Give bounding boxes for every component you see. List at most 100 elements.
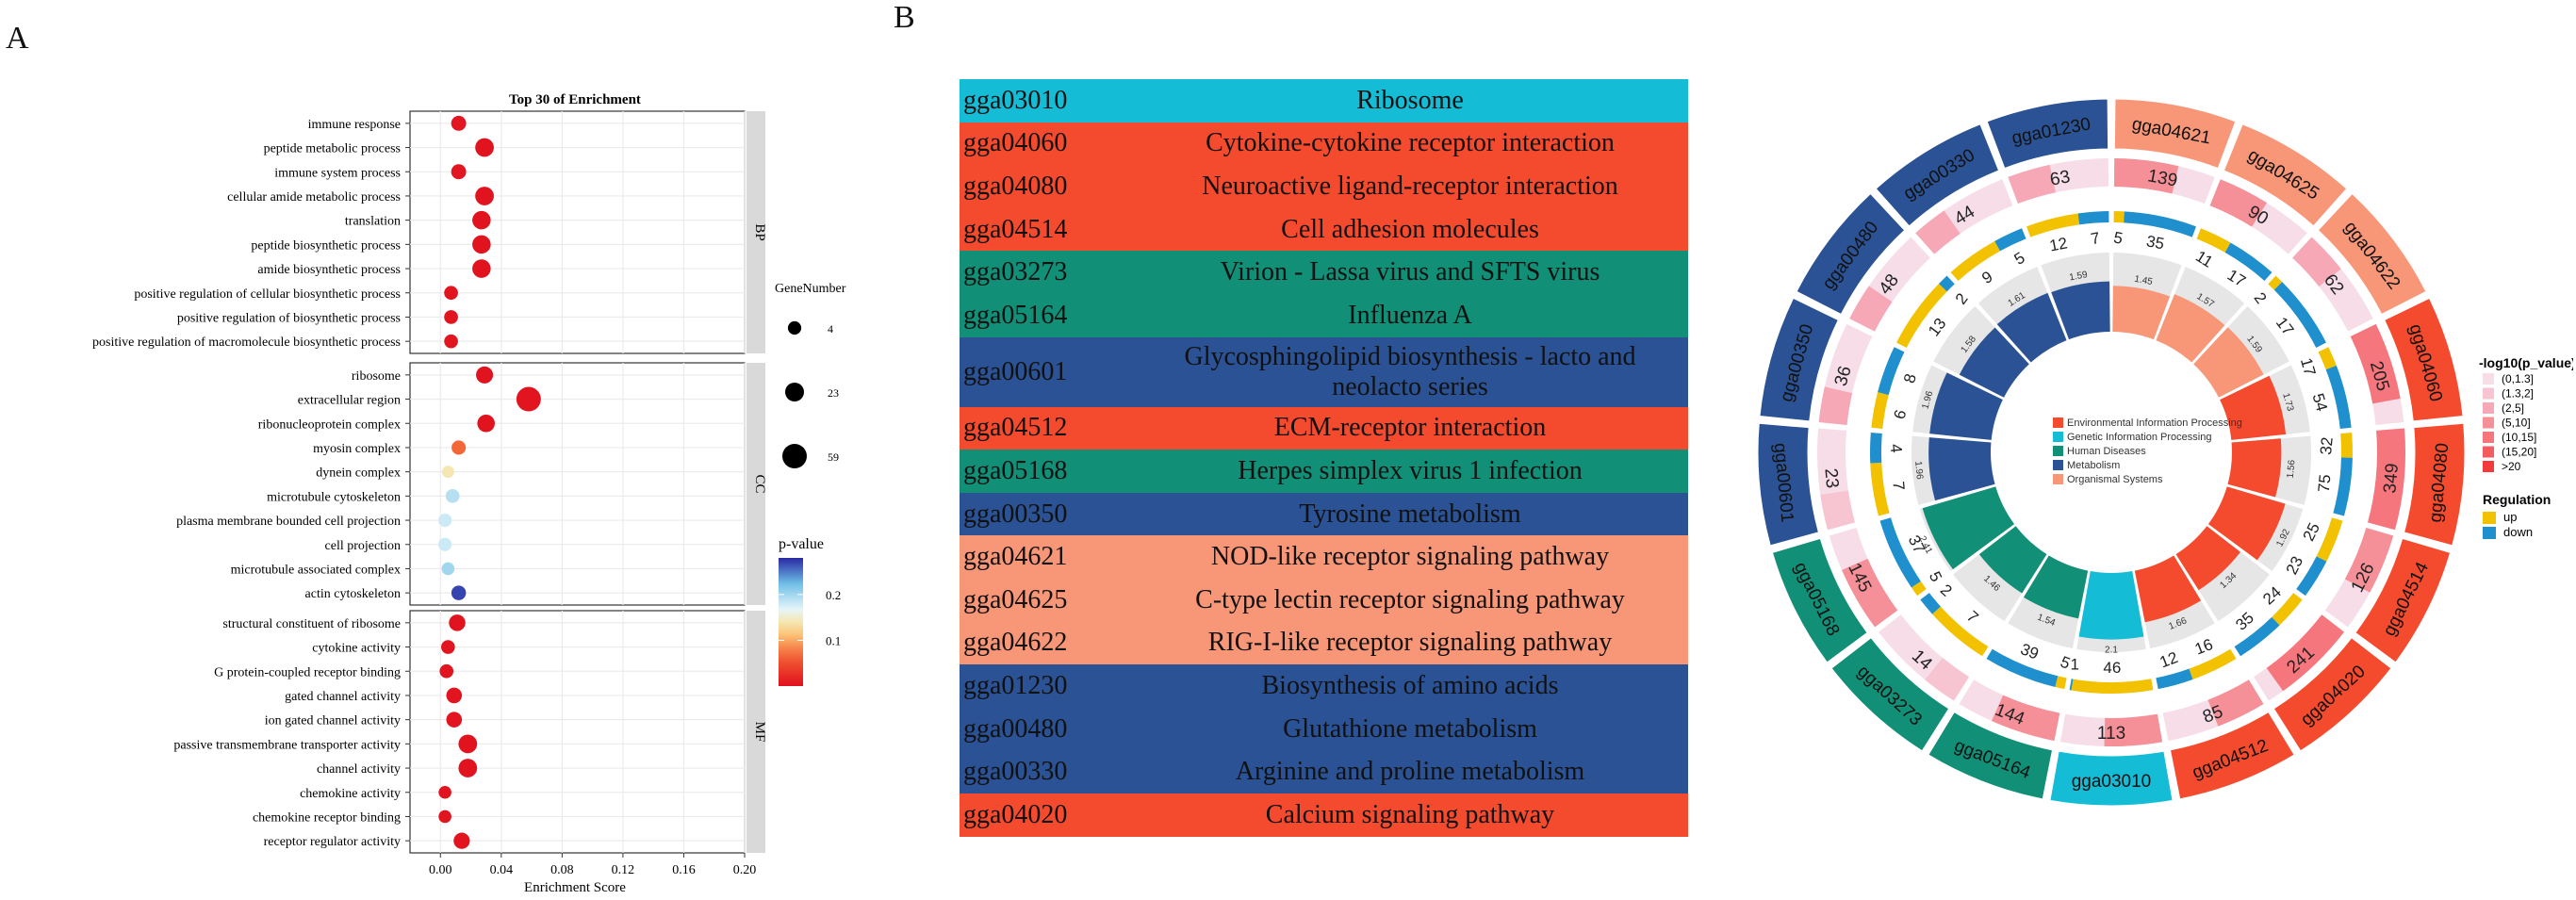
term-label: receptor regulator activity bbox=[264, 835, 401, 849]
up-count-label: 5 bbox=[1926, 568, 1945, 584]
total-gene-arc bbox=[1842, 558, 1898, 628]
pvalue-legend-label: (15,20] bbox=[2502, 446, 2536, 459]
color-legend-bar bbox=[779, 558, 803, 686]
sector-id-arc bbox=[2049, 750, 2174, 807]
regulation-legend-swatch bbox=[2483, 527, 2496, 539]
pathway-id: gga04020 bbox=[963, 799, 1068, 829]
pathway-term: Virion - Lassa virus and SFTS virus bbox=[1220, 257, 1600, 287]
rich-factor-label: 1.45 bbox=[2133, 274, 2154, 287]
total-gene-arc bbox=[2209, 179, 2267, 227]
down-arc bbox=[1879, 517, 1921, 588]
pathway-id: gga04514 bbox=[963, 214, 1068, 244]
sector-id-arc bbox=[1759, 297, 1839, 422]
up-arc bbox=[1871, 392, 1889, 429]
pathway-term: RIG-I-like receptor signaling pathway bbox=[1207, 628, 1613, 658]
total-gene-arc bbox=[1991, 695, 2060, 742]
up-arc bbox=[1870, 462, 1890, 516]
rich-factor-bar bbox=[2112, 286, 2171, 340]
size-legend-label: 4 bbox=[828, 322, 833, 335]
pathway-id: gga04625 bbox=[963, 584, 1068, 614]
rich-factor-bar bbox=[2220, 375, 2287, 440]
term-label: immune response bbox=[308, 118, 401, 132]
enrichment-point bbox=[445, 489, 460, 503]
category-legend-label: Organismal Systems bbox=[2067, 474, 2163, 485]
pathway-id: gga04080 bbox=[963, 171, 1068, 201]
pvalue-legend-swatch bbox=[2483, 446, 2494, 458]
pathway-term: Arginine and proline metabolism bbox=[1235, 757, 1585, 787]
enrichment-point bbox=[446, 687, 463, 704]
total-gene-arc bbox=[2266, 614, 2344, 692]
color-legend-label: 0.1 bbox=[826, 633, 841, 647]
pathway-term: C-type lectin receptor signaling pathway bbox=[1195, 584, 1625, 614]
category-legend-label: Metabolism bbox=[2067, 460, 2120, 471]
sector-id-arc bbox=[1986, 98, 2109, 170]
down-count-label: 8 bbox=[1900, 371, 1920, 385]
up-count-label: 2 bbox=[2251, 289, 2271, 307]
enrichment-point bbox=[444, 310, 458, 324]
facet-strip bbox=[747, 611, 765, 853]
total-gene-arc bbox=[2207, 679, 2264, 727]
term-label: chemokine activity bbox=[300, 787, 401, 801]
term-label: actin cytoskeleton bbox=[305, 587, 401, 601]
up-arc bbox=[2189, 648, 2237, 679]
term-label: channel activity bbox=[317, 762, 401, 777]
down-count-label: 17 bbox=[2272, 314, 2298, 339]
term-label: ribosome bbox=[352, 369, 401, 384]
rich-factor-label: 1.59 bbox=[2069, 270, 2090, 283]
panel-a-label: A bbox=[6, 21, 29, 56]
term-label: cytokine activity bbox=[312, 642, 401, 656]
pathway-id: gga05168 bbox=[963, 455, 1068, 485]
down-arc bbox=[1939, 275, 1955, 292]
down-count-label: 4 bbox=[1887, 443, 1906, 453]
rich-factor-bar bbox=[1929, 372, 2003, 440]
term-label: dynein complex bbox=[316, 466, 401, 481]
pvalue-legend-swatch bbox=[2483, 432, 2494, 443]
regulation-legend-label: up bbox=[2503, 510, 2517, 524]
category-legend-label: Genetic Information Processing bbox=[2067, 432, 2211, 443]
pathway-id: gga05164 bbox=[963, 300, 1068, 330]
enrichment-point bbox=[438, 810, 451, 824]
down-count-label: 17 bbox=[2224, 266, 2249, 290]
facet-label: CC bbox=[752, 474, 767, 493]
category-legend-swatch bbox=[2053, 474, 2063, 484]
facet-panel bbox=[409, 110, 746, 354]
up-count-label: 6 bbox=[1891, 408, 1911, 421]
pvalue-legend-swatch bbox=[2483, 461, 2494, 472]
up-arc bbox=[1911, 581, 1927, 597]
enrichment-point bbox=[438, 537, 452, 551]
pathway-term: Herpes simplex virus 1 infection bbox=[1238, 455, 1583, 485]
enrichment-point bbox=[451, 440, 467, 455]
up-count-label: 7 bbox=[1889, 481, 1908, 491]
rich-factor-label: 1.56 bbox=[2286, 459, 2298, 479]
down-arc bbox=[2077, 211, 2109, 225]
term-label: ion gated channel activity bbox=[265, 714, 401, 728]
total-gene-arc bbox=[2008, 164, 2056, 204]
up-arc bbox=[2113, 211, 2125, 223]
enrichment-point bbox=[516, 386, 541, 412]
down-arc bbox=[2273, 282, 2326, 348]
enrichment-point bbox=[439, 663, 454, 679]
x-tick-label: 0.04 bbox=[490, 863, 514, 877]
facet-strip bbox=[747, 363, 765, 605]
rich-factor-bar bbox=[1978, 526, 2047, 594]
sector-id-arc bbox=[1875, 123, 2000, 227]
table-row: gga04625 C-type lectin receptor signaling… bbox=[960, 578, 1688, 622]
color-legend-title: p-value bbox=[779, 536, 824, 552]
panel-b-label: B bbox=[894, 0, 915, 35]
down-count-label: 7 bbox=[2090, 229, 2102, 248]
up-count-label: 9 bbox=[1978, 268, 1995, 287]
x-tick-label: 0.08 bbox=[550, 863, 574, 877]
enrichment-point bbox=[472, 259, 491, 278]
pathway-id: gga04622 bbox=[963, 628, 1068, 658]
term-label: extracellular region bbox=[298, 394, 401, 408]
term-label: structural constituent of ribosome bbox=[222, 617, 401, 631]
down-arc bbox=[1986, 648, 2059, 687]
total-gene-label: 349 bbox=[2380, 463, 2403, 495]
enrichment-point bbox=[441, 466, 454, 479]
up-arc bbox=[2071, 679, 2154, 694]
